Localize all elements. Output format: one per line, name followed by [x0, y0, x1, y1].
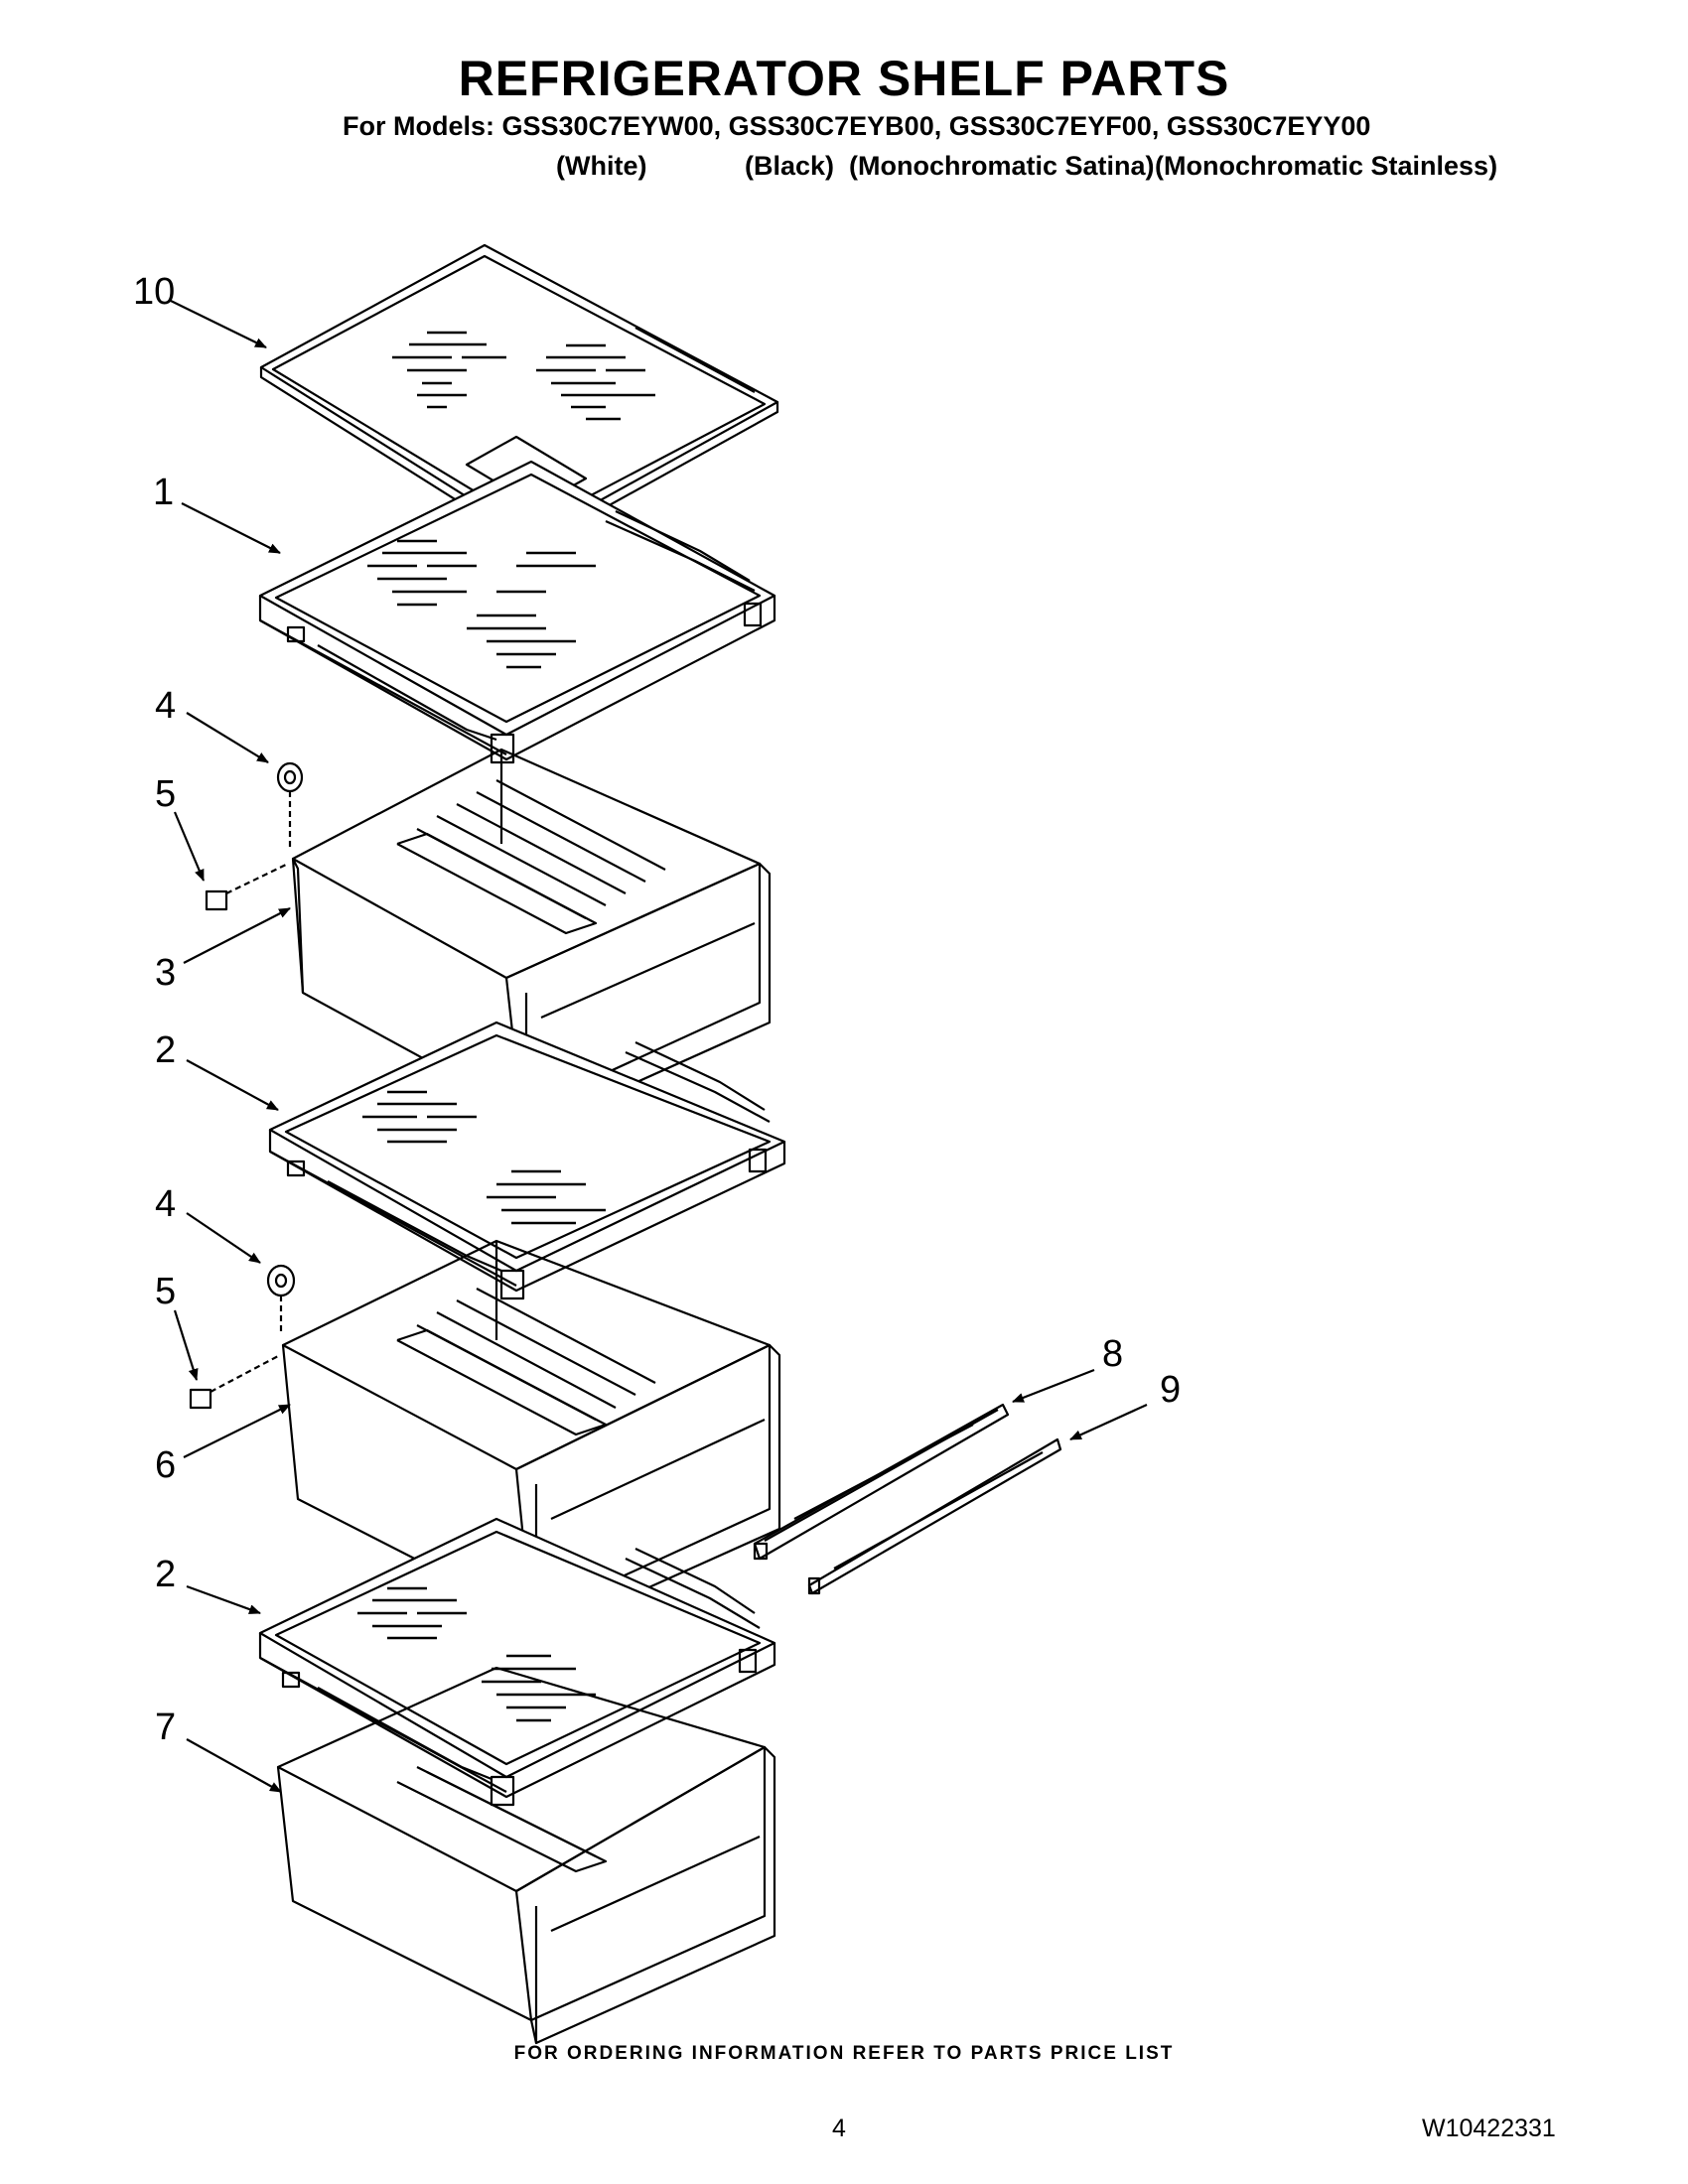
part-4-roller-lower [266, 1264, 296, 1335]
part-8-rail [753, 1403, 1010, 1561]
part-9-slide [807, 1437, 1062, 1595]
variant-black: (Black) [745, 151, 835, 181]
part-5-screw-upper [205, 863, 289, 911]
callout-9: 9 [1160, 1369, 1181, 1411]
callout-10: 10 [133, 271, 175, 313]
callout-5: 5 [155, 773, 176, 815]
callout-4: 4 [155, 685, 176, 727]
document-number: W10422331 [1422, 2115, 1556, 2142]
callout-3: 3 [155, 952, 176, 994]
callout-1: 1 [153, 472, 174, 513]
page-title: REFRIGERATOR SHELF PARTS [458, 51, 1230, 106]
variant-white: (White) [556, 151, 647, 181]
ordering-note: FOR ORDERING INFORMATION REFER TO PARTS … [513, 2043, 1175, 2064]
part-1-shelf-frame [258, 460, 776, 764]
page-number: 4 [832, 2115, 846, 2142]
models-line: For Models: GSS30C7EYW00, GSS30C7EYB00, … [343, 111, 1371, 141]
callout-6: 6 [155, 1444, 176, 1486]
part-2-shelf-middle [268, 1021, 786, 1300]
callout-5: 5 [155, 1271, 176, 1312]
callout-2: 2 [155, 1029, 176, 1071]
variant-stainless: (Monochromatic Stainless) [1155, 151, 1498, 181]
callout-2: 2 [155, 1554, 176, 1595]
callout-4: 4 [155, 1183, 176, 1225]
part-2-shelf-lower [258, 1517, 776, 1807]
part-3-crisper-drawer [291, 748, 772, 1134]
part-4-roller-upper [276, 761, 304, 849]
callout-8: 8 [1102, 1333, 1123, 1375]
part-5-screw-lower [189, 1354, 281, 1410]
callout-7: 7 [155, 1706, 176, 1748]
part-7-bottom-pan [276, 1666, 776, 2045]
variant-satina: (Monochromatic Satina) [849, 151, 1155, 181]
